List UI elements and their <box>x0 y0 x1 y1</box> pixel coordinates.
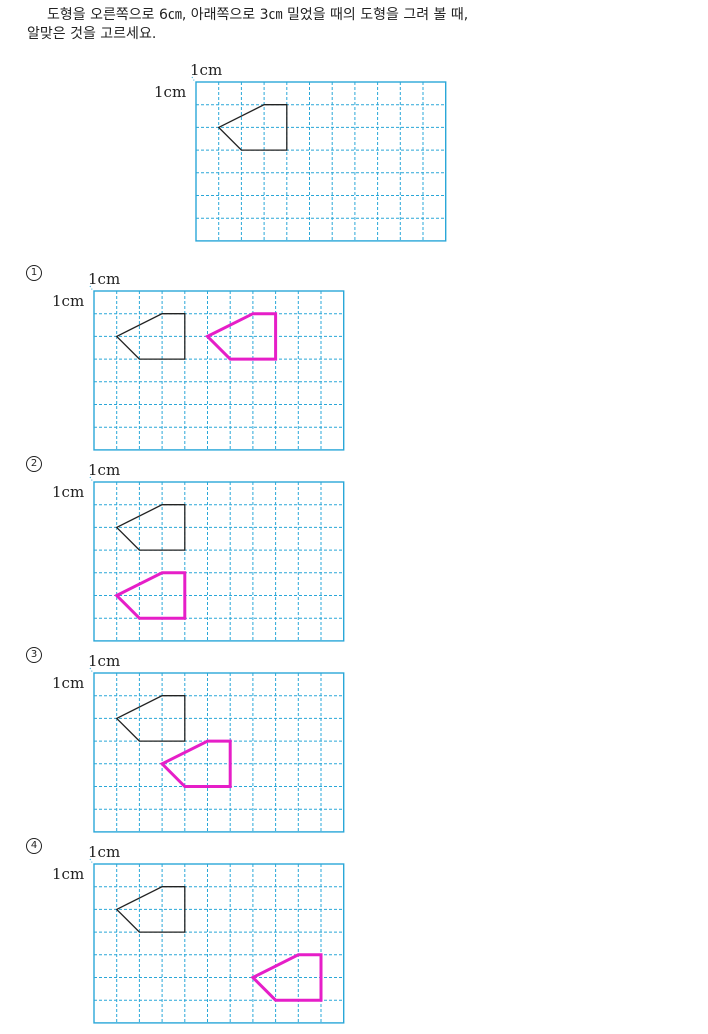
question-line-2: 알맞은 것을 고르세요. <box>27 26 157 42</box>
choice-1-marker[interactable]: 1 <box>26 265 42 281</box>
choice-4-marker[interactable]: 4 <box>26 838 42 854</box>
choice-4-unit-label-top: 1cm <box>88 843 120 861</box>
original-figure-unit-label-top: 1cm <box>190 61 222 79</box>
original-figure-border <box>195 81 447 242</box>
choice-3-marker[interactable]: 3 <box>26 647 42 663</box>
choice-2-border <box>93 481 345 642</box>
choice-4-border <box>93 863 345 1024</box>
choice-1-original-shape <box>115 313 186 360</box>
choice-2-unit-label-top: 1cm <box>88 461 120 479</box>
question-line-1: 도형을 오른쪽으로 6㎝, 아래쪽으로 3㎝ 밀었을 때의 도형을 그려 볼 때… <box>47 7 469 23</box>
choice-3-unit-label-left: 1cm <box>52 674 84 692</box>
choice-3-unit-label-top: 1cm <box>88 652 120 670</box>
question-text: 도형을 오른쪽으로 6㎝, 아래쪽으로 3㎝ 밀었을 때의 도형을 그려 볼 때… <box>27 6 687 44</box>
choice-3-moved-shape <box>159 739 232 788</box>
choice-4-original-shape <box>115 886 186 933</box>
choice-4-moved-shape <box>250 953 323 1002</box>
choice-1-unit-label-left: 1cm <box>52 292 84 310</box>
choice-3-unit-leader <box>89 667 95 674</box>
choice-4-unit-leader <box>89 858 95 865</box>
choice-2-unit-label-left: 1cm <box>52 483 84 501</box>
original-figure-original-shape <box>217 104 288 151</box>
choice-1-moved-shape <box>204 312 278 361</box>
choice-1-unit-label-top: 1cm <box>88 270 120 288</box>
original-figure-unit-leader <box>191 76 197 83</box>
choice-1-unit-leader <box>89 285 95 292</box>
choice-2-moved-shape <box>114 571 187 620</box>
choice-2-original-shape <box>115 504 186 551</box>
choice-3-border <box>93 672 345 833</box>
original-figure-unit-label-left: 1cm <box>154 83 186 101</box>
choice-1-border <box>93 290 345 451</box>
choice-3-original-shape <box>115 695 186 742</box>
choice-2-unit-leader <box>89 476 95 483</box>
choice-4-unit-label-left: 1cm <box>52 865 84 883</box>
choice-2-marker[interactable]: 2 <box>26 456 42 472</box>
